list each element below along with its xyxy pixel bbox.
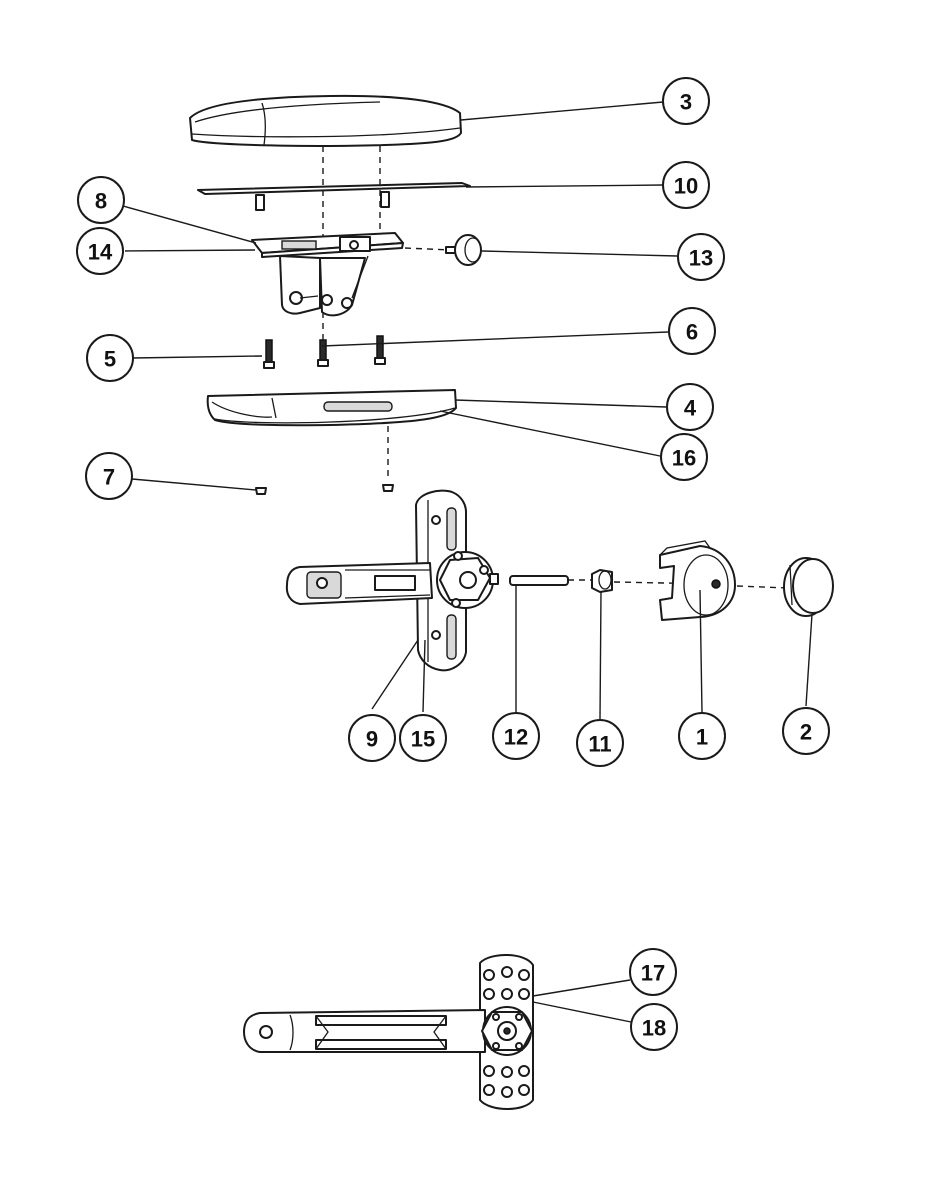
callout-17: 17 <box>629 948 677 996</box>
svg-text:16: 16 <box>672 446 696 471</box>
callout-11: 11 <box>576 719 624 767</box>
callout-2: 2 <box>782 707 830 755</box>
svg-text:10: 10 <box>674 174 698 199</box>
svg-text:4: 4 <box>684 396 697 421</box>
callout-1: 1 <box>678 712 726 760</box>
part-13-knob <box>445 234 482 266</box>
callout-9: 9 <box>348 714 396 762</box>
part-3-armrest-pad <box>189 94 462 147</box>
part-7-screw <box>255 484 394 495</box>
callout-10: 10 <box>662 161 710 209</box>
part-4-lower-armrest <box>206 389 457 427</box>
part-12-pin <box>509 575 569 586</box>
svg-text:13: 13 <box>689 246 713 271</box>
leader-lines <box>122 101 813 1023</box>
svg-text:9: 9 <box>366 727 378 752</box>
svg-text:1: 1 <box>696 725 708 750</box>
svg-text:14: 14 <box>88 240 113 265</box>
svg-text:8: 8 <box>95 189 107 214</box>
svg-text:3: 3 <box>680 90 692 115</box>
svg-text:6: 6 <box>686 320 698 345</box>
alignment-line <box>404 247 451 251</box>
callout-5: 5 <box>86 334 134 382</box>
callout-6: 6 <box>668 307 716 355</box>
callout-8: 8 <box>77 176 125 224</box>
callout-3: 3 <box>662 77 710 125</box>
callout-15: 15 <box>399 714 447 762</box>
svg-text:11: 11 <box>588 732 611 757</box>
callout-14: 14 <box>76 227 124 275</box>
part-6-screws <box>317 312 386 367</box>
svg-text:17: 17 <box>641 961 665 986</box>
svg-text:12: 12 <box>504 725 528 750</box>
callout-7: 7 <box>85 452 133 500</box>
callout-13: 13 <box>677 233 725 281</box>
svg-text:18: 18 <box>642 1016 666 1041</box>
svg-text:7: 7 <box>103 465 115 490</box>
part-8-bracket <box>251 232 404 317</box>
top-view-assembly <box>243 954 534 1110</box>
svg-text:5: 5 <box>104 347 116 372</box>
part-1-housing <box>659 540 736 621</box>
part-10-plate <box>197 182 471 211</box>
callout-12: 12 <box>492 712 540 760</box>
callout-18: 18 <box>630 1003 678 1051</box>
part-2-cap <box>783 557 834 617</box>
part-5-screw <box>263 339 275 369</box>
part-9-arm-assembly <box>285 489 499 672</box>
alignment-line <box>613 581 716 585</box>
svg-text:2: 2 <box>800 720 812 745</box>
svg-text:15: 15 <box>411 727 435 752</box>
callout-16: 16 <box>660 433 708 481</box>
part-11-bushing <box>591 569 613 593</box>
callout-4: 4 <box>666 383 714 431</box>
alignment-line <box>736 585 789 589</box>
